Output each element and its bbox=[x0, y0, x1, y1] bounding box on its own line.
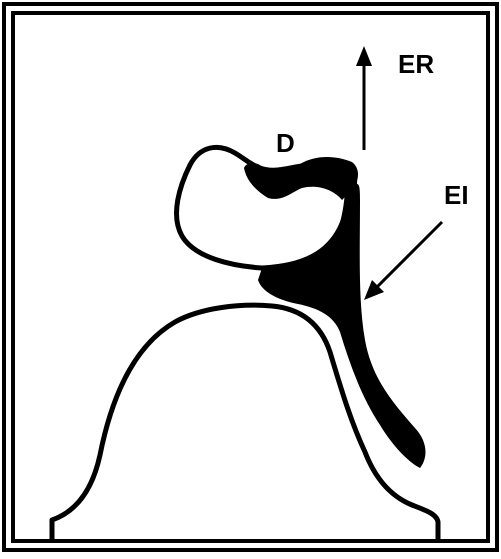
label-d: D bbox=[276, 128, 295, 158]
label-ei: EI bbox=[444, 180, 469, 210]
ei-arrow-shaft bbox=[376, 222, 442, 288]
dark-layer-side bbox=[258, 184, 425, 468]
er-arrow-head bbox=[356, 46, 372, 66]
label-er: ER bbox=[398, 49, 434, 79]
dark-layer-top bbox=[244, 157, 358, 200]
outer-border bbox=[4, 4, 497, 550]
